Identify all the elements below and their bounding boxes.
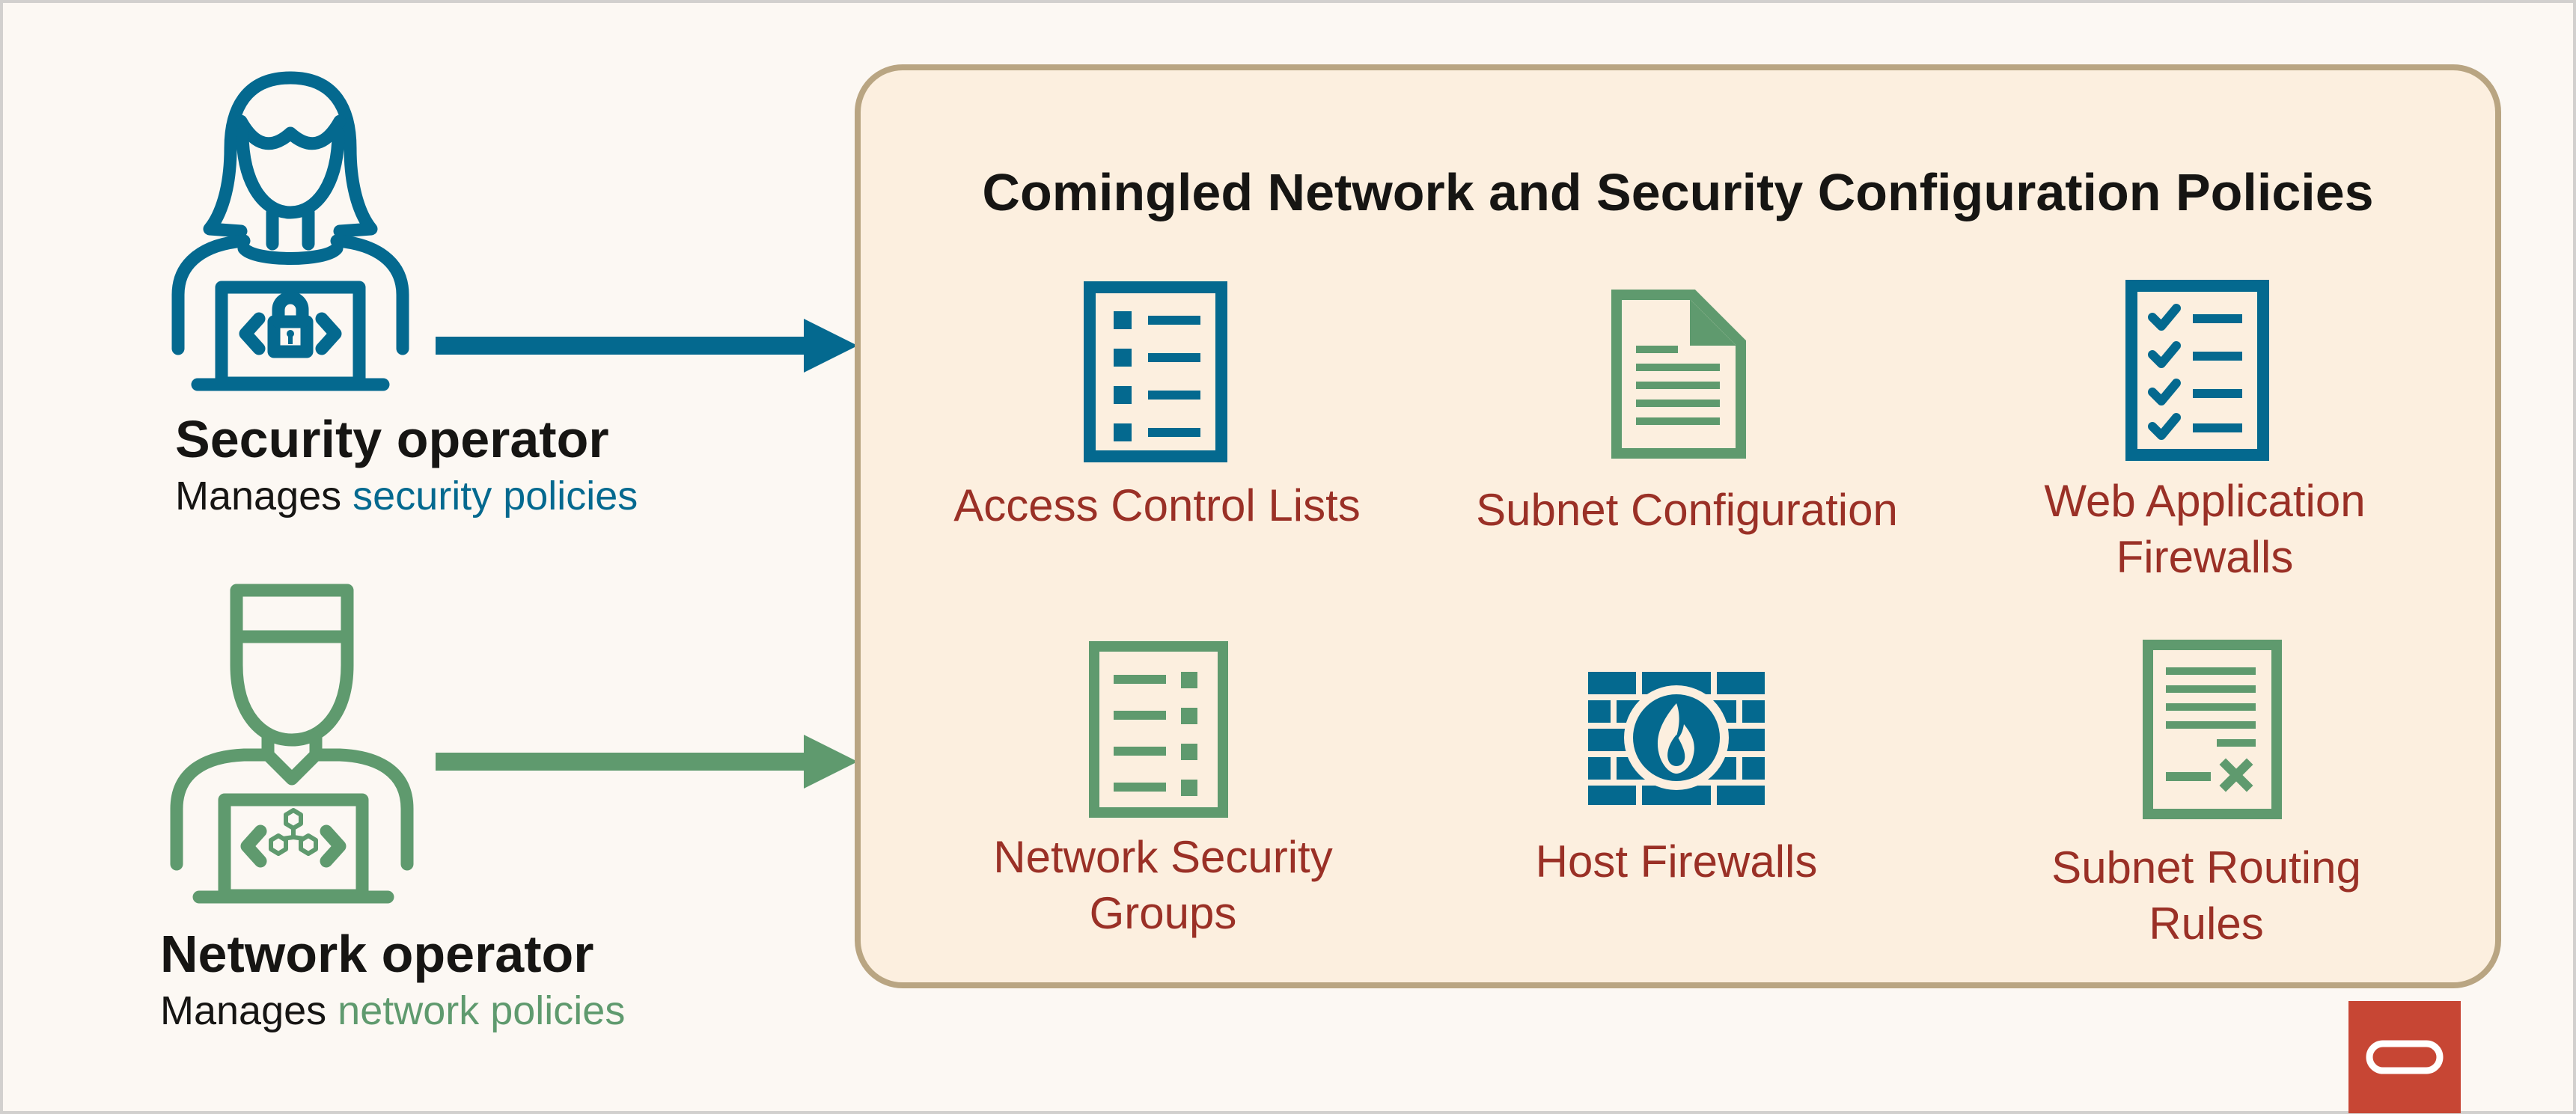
network-operator-desc-prefix: Manages	[160, 988, 338, 1033]
security-operator-description: Manages security policies	[175, 476, 638, 516]
network-operator-desc-highlight: network policies	[338, 988, 626, 1033]
security-arrow	[436, 319, 858, 373]
policy-label-access-control-lists: Access Control Lists	[953, 480, 1361, 530]
security-operator-title: Security operator	[175, 410, 609, 468]
policy-label-host-firewalls: Host Firewalls	[1535, 836, 1818, 887]
policy-label-subnet-routing-rules: Subnet Routing Rules	[2051, 842, 2361, 949]
policy-label-web-application-firewalls: Web Application Firewalls	[2044, 476, 2366, 582]
list-icon	[1084, 281, 1227, 462]
network-arrow	[436, 735, 858, 789]
security-operator-desc-prefix: Manages	[175, 474, 353, 518]
policy-label-subnet-configuration: Subnet Configuration	[1476, 485, 1898, 535]
document-icon	[1611, 290, 1746, 459]
panel-title: Comingled Network and Security Configura…	[982, 163, 2374, 221]
rules-icon	[2143, 640, 2282, 819]
firewall-icon	[1588, 672, 1765, 805]
checklist-icon	[2125, 280, 2269, 461]
policy-panel: Comingled Network and Security Configura…	[855, 64, 2501, 988]
network-operator-description: Manages network policies	[160, 991, 625, 1031]
security-operator-desc-highlight: security policies	[352, 474, 638, 518]
network-operator-title: Network operator	[160, 925, 594, 983]
security-operator-icon	[171, 71, 409, 391]
policy-label-network-security-groups: Network Security Groups	[993, 832, 1333, 938]
network-operator-icon	[170, 584, 414, 904]
oracle-logo	[2348, 1001, 2461, 1113]
list-icon	[1089, 641, 1228, 818]
